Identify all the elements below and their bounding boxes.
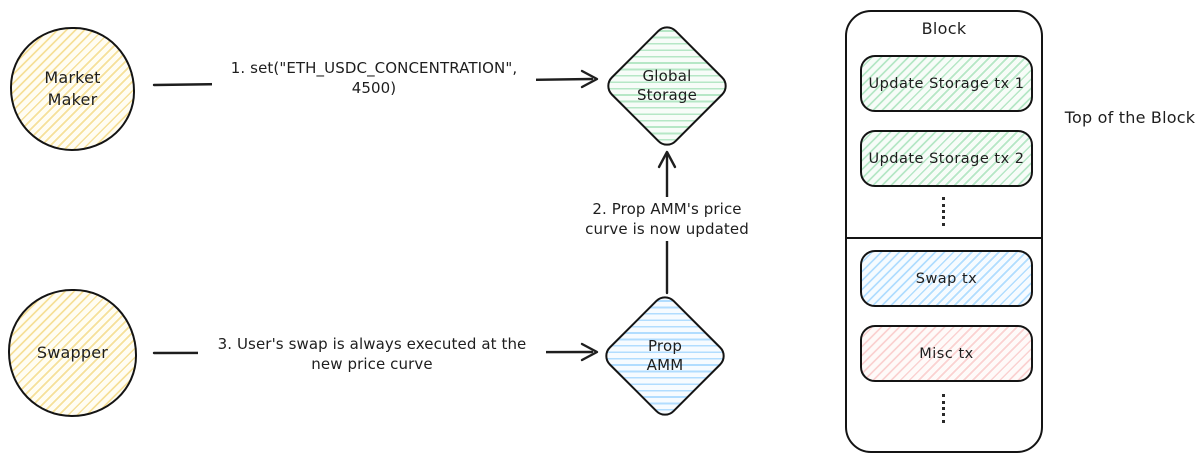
tx-update-storage-2-label: Update Storage tx 2 (868, 150, 1025, 167)
node-prop-amm-label: Prop AMM (646, 336, 684, 375)
actor-market-maker-label: Market Maker (44, 68, 101, 109)
block-divider-line (845, 237, 1043, 239)
edge-label-step1: 1. set("ETH_USDC_CONCENTRATION", 4500) (212, 56, 536, 100)
edge-label-step2: 2. Prop AMM's price curve is now updated (574, 197, 760, 241)
arrow-step3-head (580, 342, 599, 362)
node-global-storage-label: Global Storage (636, 66, 698, 105)
actor-swapper-label: Swapper (36, 343, 109, 363)
block-container: Block Update Storage tx 1 Update Storage… (845, 10, 1043, 453)
ellipsis-dots-lower (942, 394, 945, 423)
actor-swapper: Swapper (8, 289, 137, 417)
edge-label-step3: 3. User's swap is always executed at the… (198, 332, 546, 376)
tx-update-storage-1-label: Update Storage tx 1 (868, 75, 1025, 92)
arrow-step2-head (657, 150, 677, 169)
tx-swap-label: Swap tx (915, 270, 978, 287)
actor-market-maker: Market Maker (10, 27, 135, 151)
tx-misc-label: Misc tx (919, 345, 974, 362)
tx-swap: Swap tx (860, 250, 1033, 307)
tx-update-storage-2: Update Storage tx 2 (860, 130, 1033, 187)
tx-misc: Misc tx (860, 325, 1033, 382)
block-title: Block (921, 19, 967, 38)
ellipsis-dots-upper (942, 197, 945, 226)
tx-update-storage-1: Update Storage tx 1 (860, 55, 1033, 112)
top-of-block-annotation: Top of the Block (1064, 108, 1196, 127)
arrow-step1-head (580, 69, 599, 89)
